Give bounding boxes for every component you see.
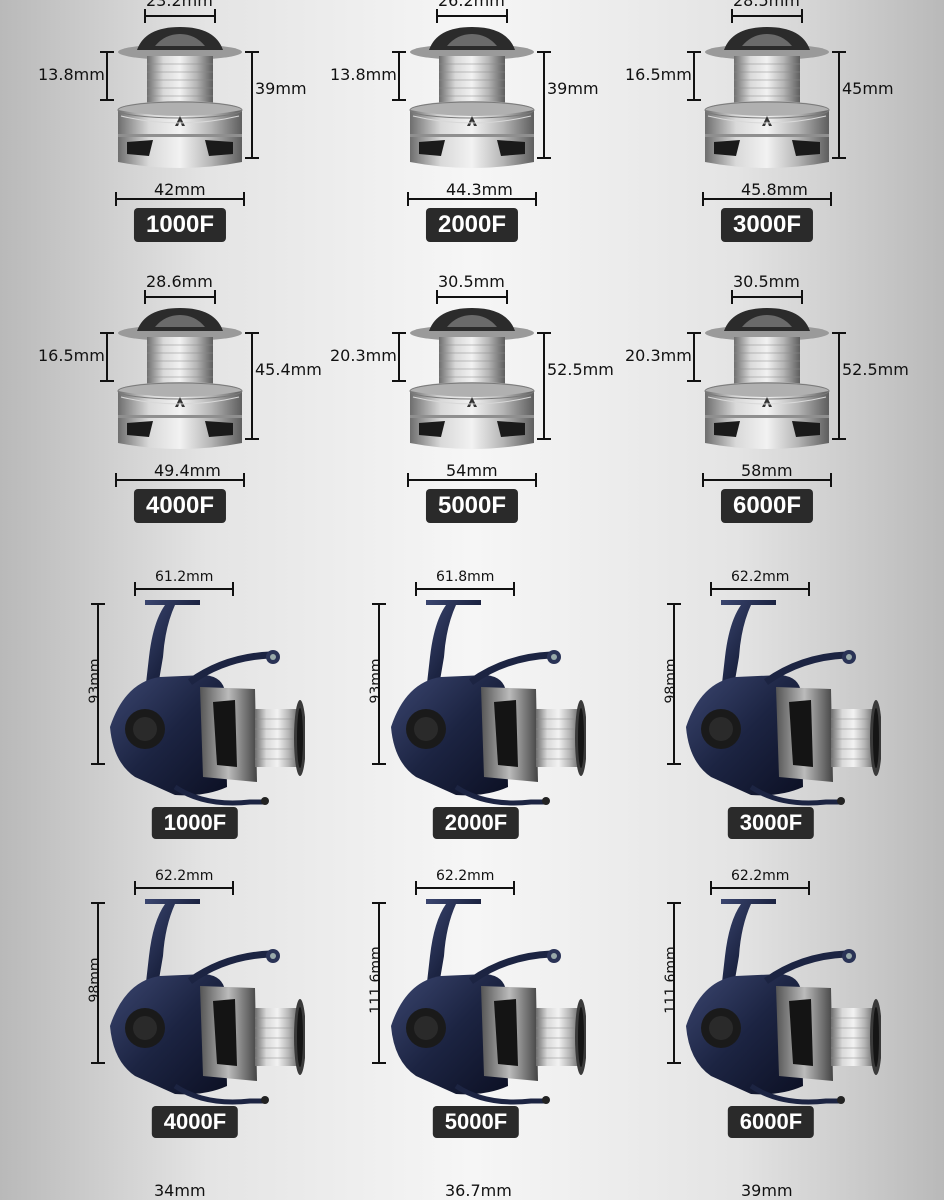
spool-height-dim-line	[245, 51, 259, 159]
spool-model-label: 4000F	[133, 489, 227, 523]
spool-height-dim: 39mm	[255, 79, 307, 98]
reel-height-dim: 93mm	[368, 658, 384, 704]
spool-side-dim: 20.3mm	[625, 346, 692, 365]
spool-icon	[702, 303, 832, 453]
spool-bottom-dim: 58mm	[741, 461, 793, 480]
reel-width-dim: 62.2mm	[155, 868, 214, 884]
spool-model-label: 3000F	[720, 208, 814, 242]
spool-height-dim: 52.5mm	[842, 360, 909, 379]
spool-icon	[702, 22, 832, 172]
reel-width-dim-line	[134, 881, 234, 895]
spool-side-dim: 16.5mm	[625, 65, 692, 84]
spool-icon	[115, 303, 245, 453]
spool-height-dim: 45.4mm	[255, 360, 322, 379]
reel-model-label: 2000F	[432, 807, 520, 839]
spool-height-dim: 45mm	[842, 79, 894, 98]
reel-height-dim-line	[667, 902, 681, 1064]
reel-height-dim-line	[91, 603, 105, 765]
reel-model-label: 4000F	[151, 1106, 239, 1138]
spool-height-dim-line	[537, 51, 551, 159]
spool-icon	[407, 22, 537, 172]
reel-model-label: 3000F	[727, 807, 815, 839]
spool-model-label: 2000F	[425, 208, 519, 242]
spool-top-dim: 28.6mm	[146, 272, 213, 291]
reel-width-dim-line	[710, 582, 810, 596]
spool-height-dim-line	[832, 51, 846, 159]
reel-height-dim: 111.6mm	[663, 946, 679, 1014]
reel-icon	[105, 896, 305, 1106]
spool-top-dim-line	[731, 290, 803, 304]
reel-icon	[386, 597, 586, 807]
reel-height-dim-line	[667, 603, 681, 765]
spool-top-dim-line	[436, 9, 508, 23]
reel-width-dim: 62.2mm	[731, 868, 790, 884]
spool-bottom-dim-line	[115, 192, 245, 206]
bottom-dim: 36.7mm	[445, 1181, 512, 1200]
reel-width-dim: 62.2mm	[731, 569, 790, 585]
spool-icon	[407, 303, 537, 453]
spool-side-dim: 13.8mm	[330, 65, 397, 84]
spool-height-dim: 52.5mm	[547, 360, 614, 379]
reel-model-label: 6000F	[727, 1106, 815, 1138]
reel-height-dim-line	[372, 603, 386, 765]
reel-icon	[105, 597, 305, 807]
spool-bottom-dim: 44.3mm	[446, 180, 513, 199]
spool-height-dim: 39mm	[547, 79, 599, 98]
spool-bottom-dim-line	[407, 473, 537, 487]
reel-icon	[681, 896, 881, 1106]
spool-top-dim-line	[144, 9, 216, 23]
spool-bottom-dim: 49.4mm	[154, 461, 221, 480]
spool-side-dim-line	[392, 332, 406, 382]
spool-model-label: 5000F	[425, 489, 519, 523]
spool-top-dim: 30.5mm	[733, 272, 800, 291]
reel-width-dim: 62.2mm	[436, 868, 495, 884]
reel-width-dim-line	[710, 881, 810, 895]
spool-icon	[115, 22, 245, 172]
bottom-dim: 39mm	[741, 1181, 793, 1200]
spool-side-dim: 13.8mm	[38, 65, 105, 84]
spool-top-dim: 26.2mm	[438, 0, 505, 10]
reel-icon	[386, 896, 586, 1106]
spool-side-dim-line	[392, 51, 406, 101]
spool-bottom-dim-line	[407, 192, 537, 206]
reel-height-dim: 111.6mm	[368, 946, 384, 1014]
spool-height-dim-line	[537, 332, 551, 440]
reel-height-dim-line	[372, 902, 386, 1064]
reel-width-dim: 61.2mm	[155, 569, 214, 585]
spool-model-label: 6000F	[720, 489, 814, 523]
reel-height-dim: 98mm	[663, 658, 679, 704]
reel-model-label: 5000F	[432, 1106, 520, 1138]
reel-height-dim: 93mm	[87, 658, 103, 704]
spool-bottom-dim-line	[702, 192, 832, 206]
spool-side-dim: 20.3mm	[330, 346, 397, 365]
bottom-dim: 34mm	[154, 1181, 206, 1200]
spool-side-dim: 16.5mm	[38, 346, 105, 365]
reel-width-dim-line	[415, 582, 515, 596]
spool-bottom-dim-line	[115, 473, 245, 487]
reel-height-dim: 98mm	[87, 957, 103, 1003]
spool-top-dim-line	[436, 290, 508, 304]
spool-bottom-dim-line	[702, 473, 832, 487]
spool-top-dim: 30.5mm	[438, 272, 505, 291]
reel-model-label: 1000F	[151, 807, 239, 839]
spool-top-dim: 23.2mm	[146, 0, 213, 10]
spool-bottom-dim: 54mm	[446, 461, 498, 480]
spool-side-dim-line	[687, 332, 701, 382]
spool-side-dim-line	[687, 51, 701, 101]
reel-width-dim-line	[134, 582, 234, 596]
spool-height-dim-line	[832, 332, 846, 440]
spool-side-dim-line	[100, 332, 114, 382]
reel-height-dim-line	[91, 902, 105, 1064]
spool-height-dim-line	[245, 332, 259, 440]
spool-bottom-dim: 42mm	[154, 180, 206, 199]
spool-top-dim: 28.5mm	[733, 0, 800, 10]
reel-width-dim: 61.8mm	[436, 569, 495, 585]
reel-width-dim-line	[415, 881, 515, 895]
spool-bottom-dim: 45.8mm	[741, 180, 808, 199]
spool-top-dim-line	[731, 9, 803, 23]
spool-top-dim-line	[144, 290, 216, 304]
reel-icon	[681, 597, 881, 807]
spool-side-dim-line	[100, 51, 114, 101]
spool-model-label: 1000F	[133, 208, 227, 242]
